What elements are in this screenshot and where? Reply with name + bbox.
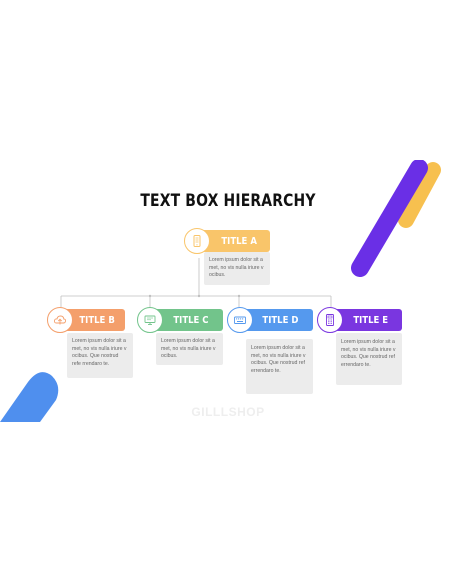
title-d-text: Lorem ipsum dolor sit a met, no vis null… (251, 345, 306, 374)
title-c-header: TITLE C (150, 309, 223, 331)
title-a-text-box: Lorem ipsum dolor sit a met, no vis null… (204, 252, 270, 285)
title-b-text: Lorem ipsum dolor sit a met, no vis null… (72, 338, 127, 367)
title-e-label: TITLE E (353, 314, 389, 326)
title-d-icon-circle (227, 307, 253, 333)
title-b-label: TITLE B (79, 314, 115, 326)
decorative-stripes-top-right (351, 160, 441, 277)
title-a-icon-circle (184, 228, 210, 254)
phone-app-icon (193, 235, 201, 247)
title-e-text-box: Lorem ipsum dolor sit a met, no vis null… (336, 333, 402, 385)
title-c-text-box: Lorem ipsum dolor sit a met, no vis null… (156, 333, 223, 365)
calculator-icon (326, 314, 334, 326)
deco-stripe-yellow (398, 162, 441, 228)
title-e-header: TITLE E (331, 309, 402, 331)
decorative-shape-bottom-left (0, 372, 59, 422)
page-title: TEXT BOX HIERARCHY (140, 191, 316, 211)
keyboard-icon (234, 316, 246, 324)
title-c-text: Lorem ipsum dolor sit a met, no vis null… (161, 338, 216, 359)
title-a-text: Lorem ipsum dolor sit a met, no vis null… (209, 257, 264, 278)
title-b-icon-circle (47, 307, 73, 333)
slide (0, 147, 456, 437)
title-e-icon-circle (317, 307, 343, 333)
watermark: GILLLSHOP (191, 405, 265, 419)
title-b-text-box: Lorem ipsum dolor sit a met, no vis null… (67, 333, 133, 378)
cloud-upload-icon (53, 315, 67, 325)
title-d-text-box: Lorem ipsum dolor sit a met, no vis null… (246, 339, 313, 394)
title-e-text: Lorem ipsum dolor sit a met, no vis null… (341, 339, 396, 368)
monitor-icon (144, 315, 156, 325)
deco-stripe-purple (351, 160, 428, 277)
title-d-header: TITLE D (239, 309, 313, 331)
title-d-label: TITLE D (262, 314, 299, 326)
title-b-header: TITLE B (61, 309, 125, 331)
title-c-icon-circle (137, 307, 163, 333)
title-a-header: TITLE A (199, 230, 270, 252)
title-a-label: TITLE A (220, 235, 257, 247)
title-c-label: TITLE C (173, 314, 209, 326)
